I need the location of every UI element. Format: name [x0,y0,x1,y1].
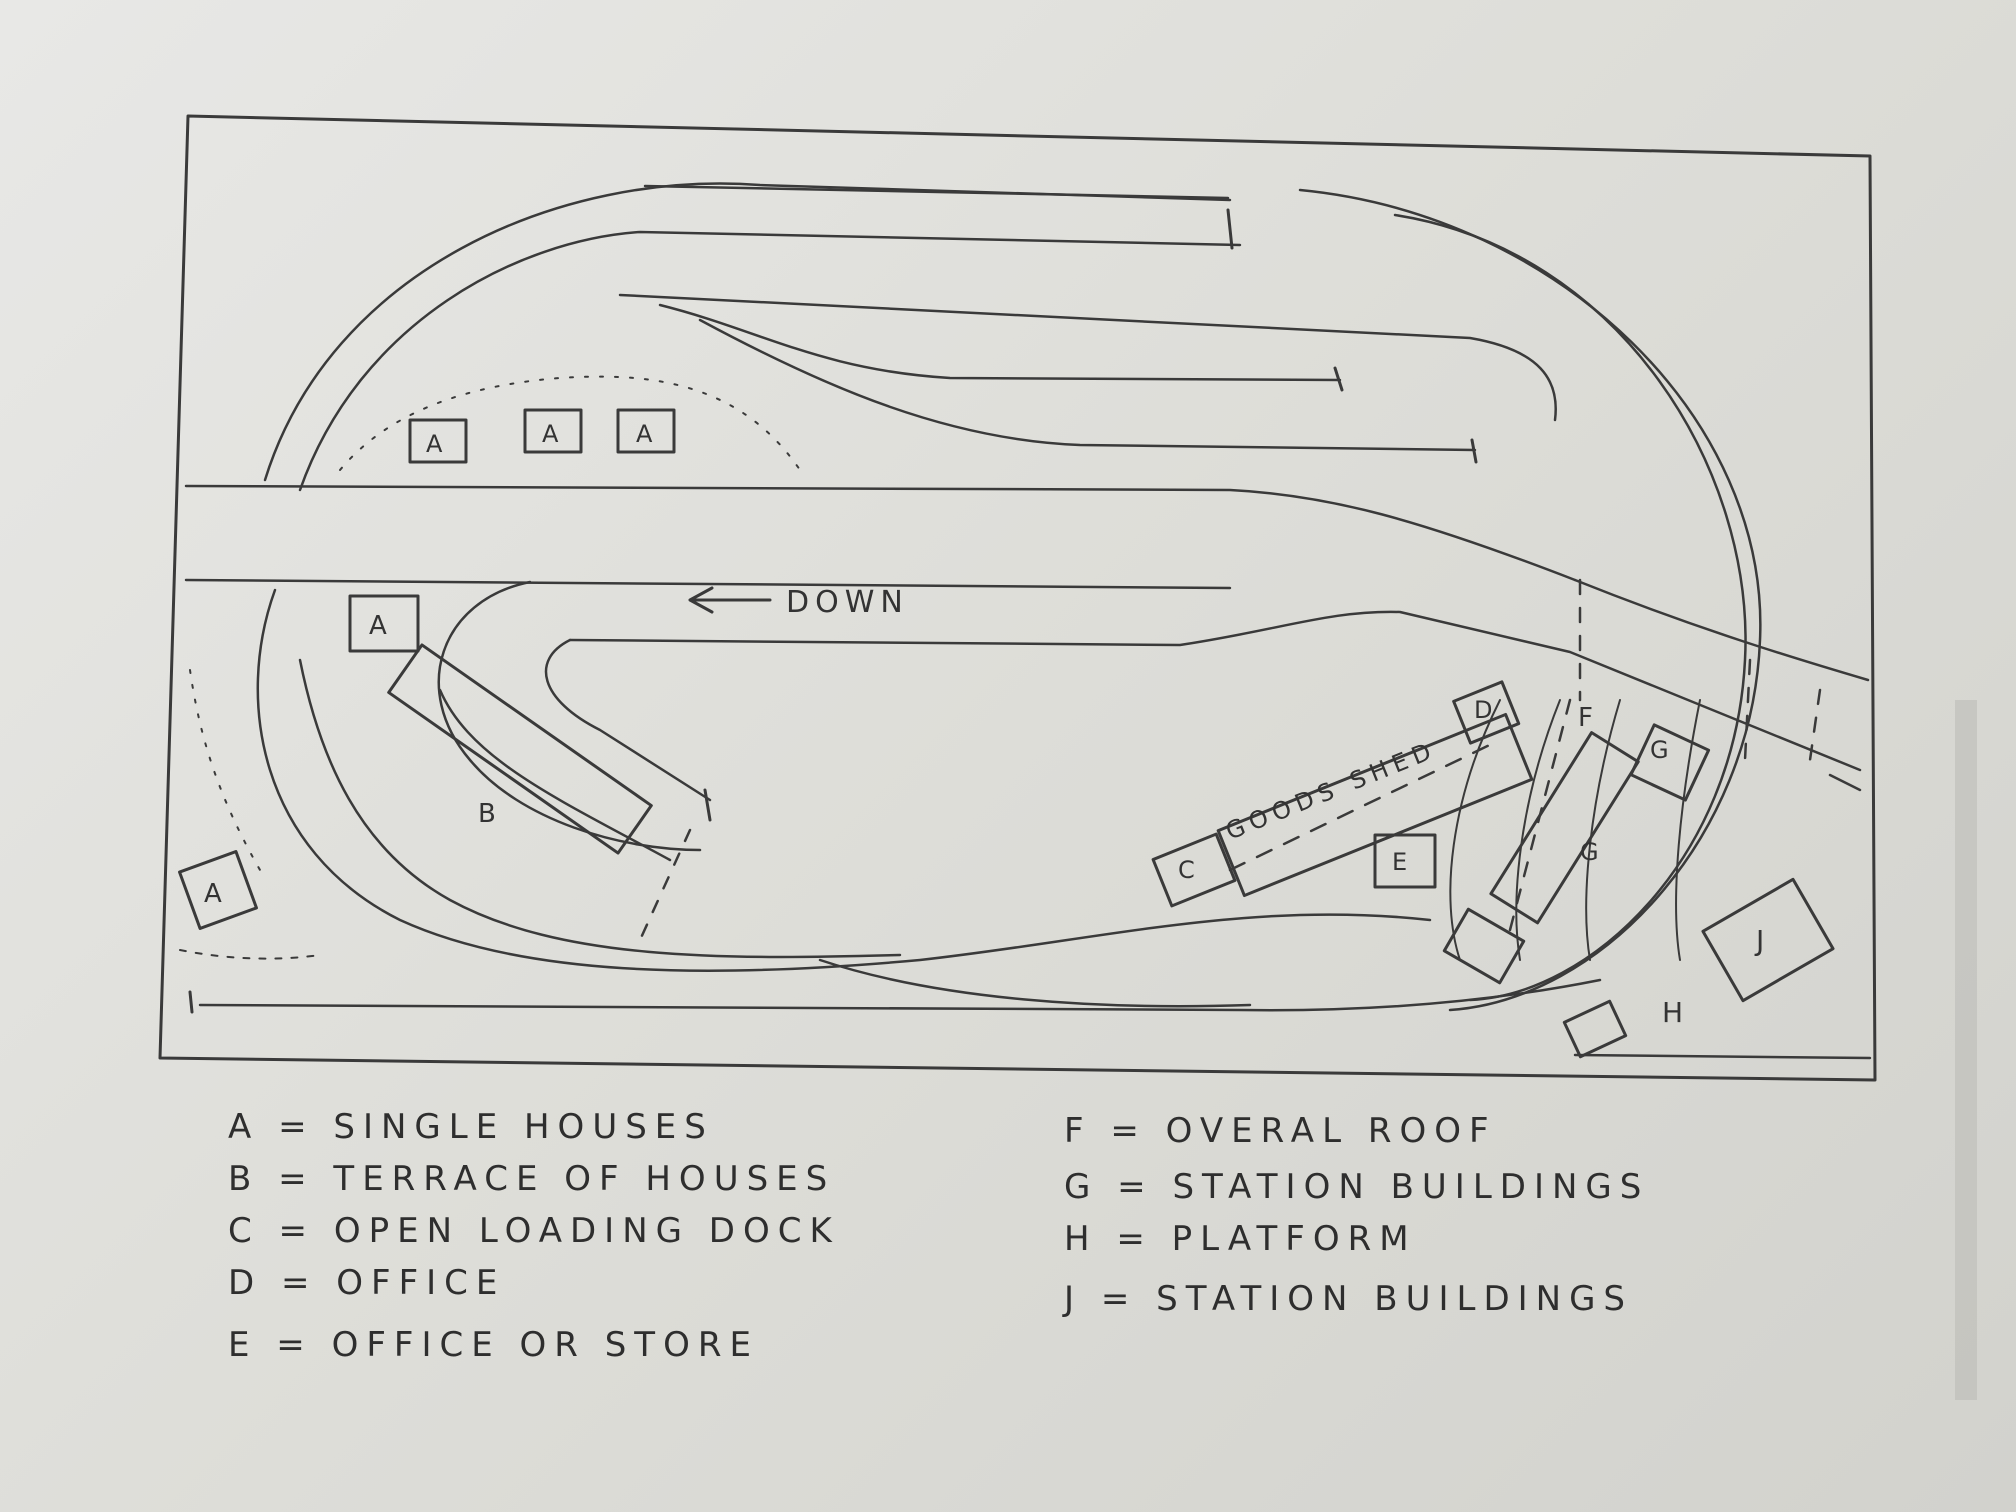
station-track-1 [1449,699,1501,961]
front-crossover [818,958,1252,1008]
house-a-3 [616,408,676,454]
headshunt-lower [438,688,672,862]
legend-j: J = STATION BUILDINGS [1062,1279,1633,1319]
headshunt-upper [544,638,712,802]
siding-top-1 [643,184,1230,200]
station-building-g-1 [1629,723,1711,802]
label-down: DOWN [786,585,909,620]
left-return-curve-2 [298,230,1242,492]
house-a-5 [178,850,258,930]
label-house-a-4: A [369,611,393,641]
embankment-hatch-3 [179,949,321,960]
legend-c: C = OPEN LOADING DOCK [228,1211,840,1251]
siding-top-4 [698,318,1477,452]
main-line-down [184,578,1232,590]
siding-top-2 [618,293,1557,422]
loading-dock-c [1151,832,1237,908]
label-station-g-2: G [1580,838,1605,866]
exit-stub [1828,773,1862,792]
left-return-curve [263,182,1232,482]
label-terrace-b: B [478,799,502,829]
platform-hut [1562,999,1628,1059]
dashed-line-2 [1743,658,1752,762]
legend-f: F = OVERAL ROOF [1064,1111,1497,1151]
down-arrow-icon [688,586,772,614]
label-dock-c: C [1178,856,1201,884]
office-store-e [1373,833,1437,889]
legend-e: E = OFFICE OR STORE [228,1325,759,1365]
label-building-j: J [1754,924,1770,957]
buffer-stop-4 [703,788,712,822]
outer-loop-track [1298,188,1762,1012]
legend-h: H = PLATFORM [1064,1219,1417,1259]
lower-loop-inner [298,658,902,959]
house-a-1 [408,418,468,464]
legend-d: D = OFFICE [228,1263,505,1303]
label-house-a-2: A [542,420,564,448]
legend-a: A = SINGLE HOUSES [228,1107,714,1147]
label-house-a-3: A [636,420,658,448]
label-house-a-5: A [204,879,228,909]
dashed-line-3 [1808,688,1822,762]
buffer-stop-5 [188,990,194,1014]
main-line-up [184,484,1577,582]
house-a-2 [523,408,583,454]
paper-shadow [1955,700,1977,1400]
goods-shed [1216,712,1534,898]
inner-curve-1 [437,580,702,852]
label-roof-f: F [1578,703,1599,733]
label-office-e: E [1392,848,1413,876]
goods-shed-track [1228,738,1502,872]
label-station-g-1: G [1650,736,1675,764]
station-building-j [1701,877,1835,1003]
baseboard-outline [158,114,1877,1082]
label-platform-h: H [1662,996,1689,1029]
dashed-line-4 [638,828,692,942]
station-track-3 [1585,699,1621,961]
station-building-g-2 [1489,731,1640,925]
main-line-lower [568,610,1862,772]
outer-loop-track-2 [1393,213,1747,1002]
embankment-hatch [339,375,801,471]
station-track-4 [1675,699,1701,961]
station-block [1442,907,1526,985]
buffer-stop-3 [1226,208,1234,250]
lower-loop-track [256,588,1432,972]
buffer-stop-2 [1470,438,1478,464]
label-office-d: D [1474,696,1498,724]
legend-b: B = TERRACE OF HOUSES [228,1159,835,1199]
terrace-b [387,643,653,855]
office-d [1452,680,1521,745]
platform-edge [1573,1053,1872,1060]
legend-g: G = STATION BUILDINGS [1064,1167,1649,1207]
house-a-4 [348,594,420,653]
buffer-stop-1 [1333,366,1344,392]
siding-top-3 [658,303,1342,382]
main-line-exit [1573,578,1870,682]
label-house-a-1: A [426,430,448,458]
embankment-hatch-2 [189,669,261,871]
front-siding [198,978,1602,1012]
